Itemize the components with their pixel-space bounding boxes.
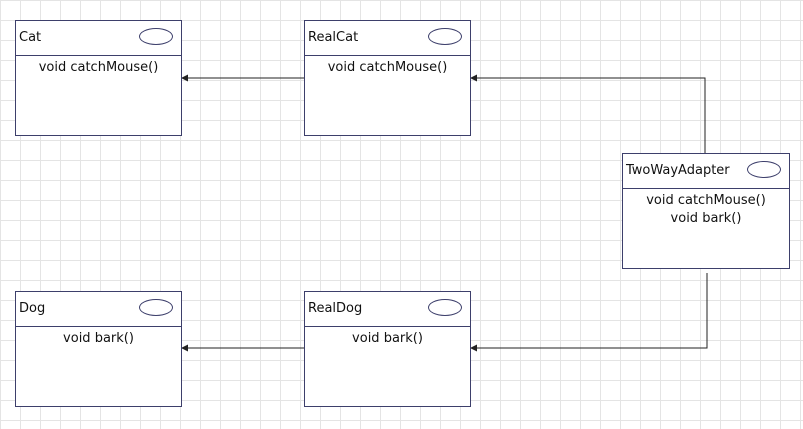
stereotype-ellipse-icon [747, 161, 781, 178]
stereotype-ellipse-icon [139, 299, 173, 316]
class-box-realdog[interactable]: RealDog void bark() [304, 291, 471, 407]
class-header: RealCat [305, 21, 470, 56]
stereotype-ellipse-icon [428, 28, 462, 45]
class-header: Dog [16, 292, 181, 327]
class-header: RealDog [305, 292, 470, 327]
class-name: RealDog [308, 301, 363, 316]
class-box-dog[interactable]: Dog void bark() [15, 291, 182, 407]
class-methods: void bark() [305, 330, 470, 348]
method: void bark() [670, 211, 742, 226]
method: void catchMouse() [327, 60, 448, 75]
stereotype-ellipse-icon [428, 299, 462, 316]
connector-adapter-to-realcat [470, 74, 706, 154]
class-name: Cat [19, 30, 42, 45]
method: void catchMouse() [38, 60, 159, 75]
class-box-realcat[interactable]: RealCat void catchMouse() [304, 20, 471, 136]
stereotype-ellipse-icon [139, 28, 173, 45]
method: void bark() [63, 331, 134, 346]
class-methods: void catchMouse() [305, 59, 470, 77]
class-methods: void catchMouse() [16, 59, 181, 77]
class-box-cat[interactable]: Cat void catchMouse() [15, 20, 182, 136]
class-name: TwoWayAdapter [626, 163, 730, 178]
class-box-twowayadapter[interactable]: TwoWayAdapter void catchMouse() void bar… [622, 153, 790, 269]
class-header: Cat [16, 21, 181, 56]
class-methods: void catchMouse() void bark() [623, 192, 789, 228]
method: void catchMouse() [646, 193, 766, 208]
class-name: RealCat [308, 30, 359, 45]
class-name: Dog [19, 301, 46, 316]
connector-adapter-to-realdog [470, 273, 708, 352]
method: void bark() [352, 331, 423, 346]
class-header: TwoWayAdapter [623, 154, 789, 189]
class-methods: void bark() [16, 330, 181, 348]
